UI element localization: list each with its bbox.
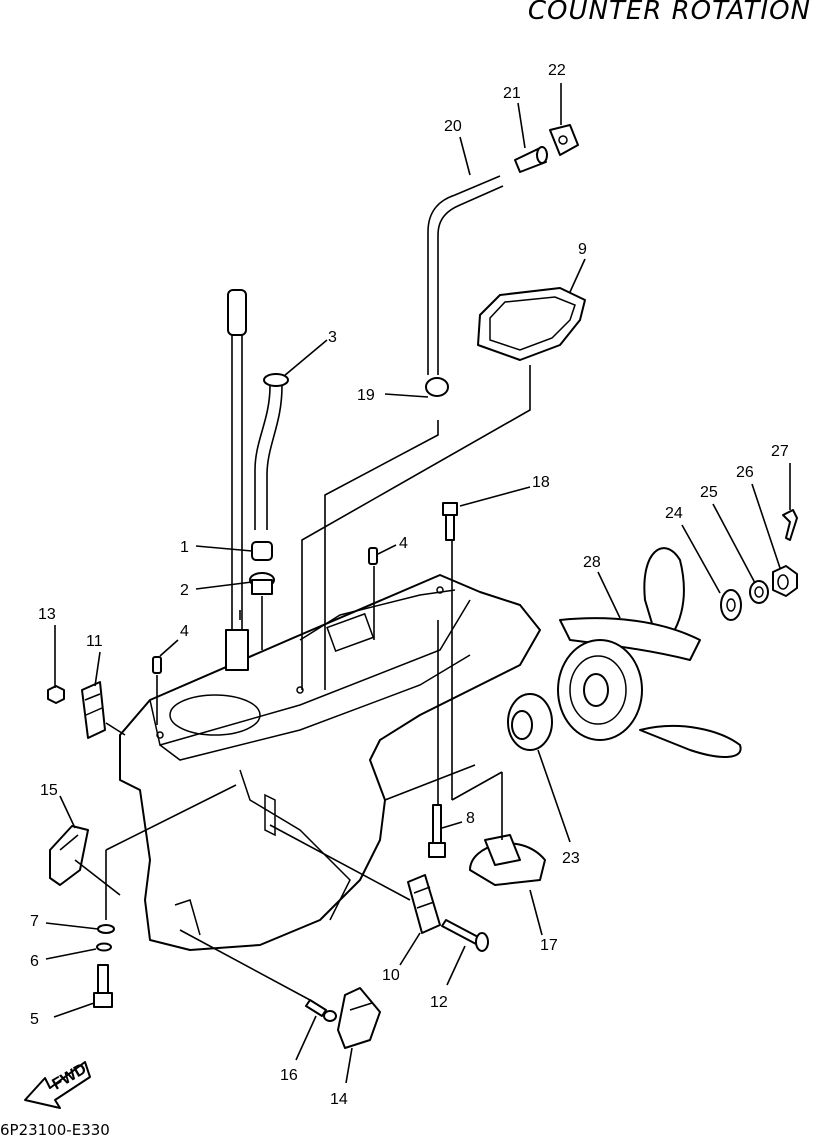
cotter-pin: [782, 509, 798, 541]
anode-10: [407, 874, 441, 934]
washer: [749, 580, 769, 604]
callout-2: 2: [180, 582, 189, 599]
callout-13: 13: [38, 606, 56, 623]
callout-25: 25: [700, 484, 718, 501]
callout-28: 28: [583, 554, 601, 571]
anode-left: [49, 825, 89, 886]
callout-17: 17: [540, 937, 558, 954]
diagram-title: COUNTER ROTATION: [527, 0, 811, 26]
callout-16: 16: [280, 1067, 298, 1084]
dowel-pin-upper: [368, 547, 378, 565]
callout-15: 15: [40, 782, 58, 799]
washer-6: [96, 942, 112, 952]
clip: [549, 124, 579, 156]
drive-shaft: [225, 289, 249, 671]
callout-26: 26: [736, 464, 754, 481]
propeller: [557, 547, 742, 758]
callout-23: 23: [562, 850, 580, 867]
prop-nut: [772, 565, 798, 597]
dowel-pin-lower: [152, 656, 162, 674]
callout-8: 8: [466, 810, 475, 827]
anode-14: [337, 987, 381, 1049]
leader-lines: [45, 83, 791, 1084]
grommets: [249, 541, 275, 595]
fwd-arrow: FWD: [24, 1061, 91, 1109]
callout-19: 19: [357, 387, 375, 404]
callout-11: 11: [86, 633, 103, 650]
callout-27: 27: [771, 443, 789, 460]
spacer: [720, 589, 742, 621]
bolt-under: [428, 804, 446, 858]
callout-5: 5: [30, 1011, 39, 1028]
callout-18: 18: [532, 474, 550, 491]
gasket: [477, 287, 586, 361]
trim-tab: [469, 834, 546, 886]
collar: [514, 146, 548, 173]
diagram-code: 6P23100-E330: [0, 1121, 110, 1135]
bolt-top: [442, 502, 458, 541]
callout-4-upper: 4: [399, 535, 408, 552]
callout-7: 7: [30, 913, 39, 930]
callout-20: 20: [444, 118, 462, 135]
nut-small: [47, 685, 65, 704]
callout-21: 21: [503, 85, 521, 102]
bolt-12: [441, 919, 489, 952]
washer-7: [97, 924, 115, 934]
callout-6: 6: [30, 953, 39, 970]
callout-9: 9: [578, 241, 587, 258]
bolt-5: [93, 964, 113, 1008]
callout-3: 3: [328, 329, 337, 346]
callout-4-lower: 4: [180, 623, 189, 640]
bolt-16: [305, 999, 337, 1022]
callout-24: 24: [665, 505, 683, 522]
callout-1: 1: [180, 539, 189, 556]
callout-12: 12: [430, 994, 448, 1011]
callout-labels: 1 2 3 4 4 5 6 7 8 9 10 11 12 13 14 15 16…: [30, 62, 789, 1108]
cooling-pipe: [425, 175, 504, 397]
callout-22: 22: [548, 62, 566, 79]
callout-14: 14: [330, 1091, 348, 1108]
water-tube: [254, 373, 289, 530]
callout-10: 10: [382, 967, 400, 984]
bushing: [507, 693, 553, 751]
stopper: [81, 681, 106, 739]
